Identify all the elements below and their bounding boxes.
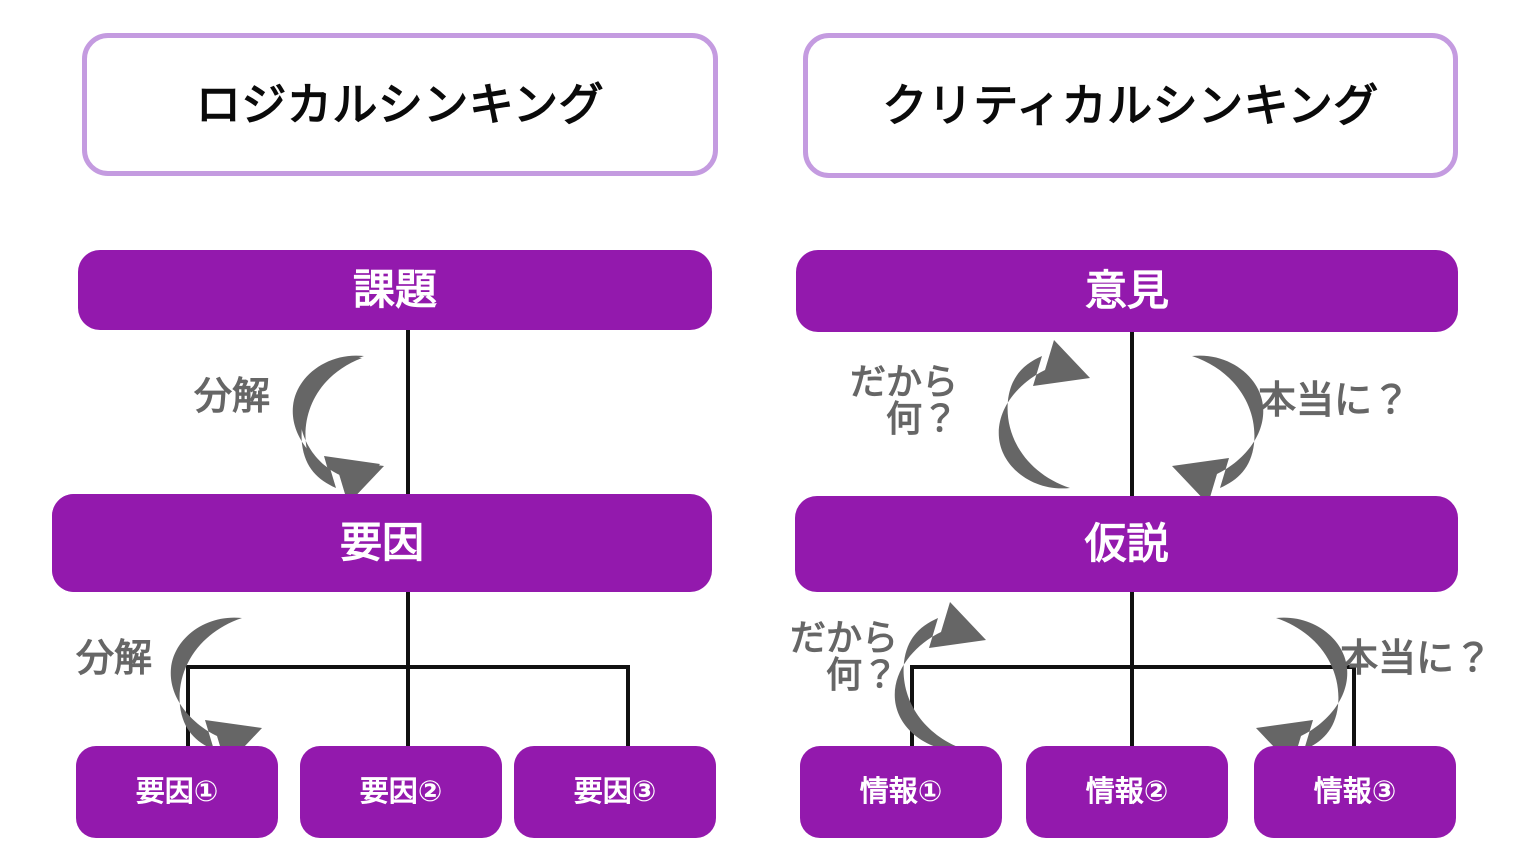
node-critical-middle: 仮説 [795,496,1458,592]
node-critical-leaf-1-label: 情報① [859,775,943,808]
node-critical-leaf-2: 情報② [1026,746,1228,838]
connector-branch-horizontal [910,665,1356,669]
panel-critical-thinking: クリティカルシンキング 意見 だから 何？ 本当に？ 仮説 [768,0,1536,864]
arrow-critical-upper-so-what [990,340,1100,492]
node-logical-top-label: 課題 [352,266,437,313]
arrow-critical-lower-so-what [886,602,996,754]
node-logical-leaf-2-label: 要因② [359,775,443,808]
node-critical-top: 意見 [796,250,1458,332]
annotation-logical-upper-decompose: 分解 [193,376,270,418]
header-critical-thinking: クリティカルシンキング [803,33,1458,178]
connector-top-to-middle [1130,330,1134,498]
node-logical-leaf-3: 要因③ [514,746,716,838]
connector-drop-leaf-1 [186,665,190,747]
header-logical-thinking: ロジカルシンキング [82,33,718,176]
node-critical-leaf-3-label: 情報③ [1313,775,1397,808]
arrow-critical-lower-really [1246,614,1356,766]
node-critical-leaf-3: 情報③ [1254,746,1456,838]
connector-drop-leaf-3 [626,665,630,747]
node-logical-leaf-1: 要因① [76,746,278,838]
arrow-logical-upper-decompose [284,352,394,504]
header-logical-thinking-label: ロジカルシンキング [195,79,605,130]
connector-drop-leaf-3 [1352,665,1356,747]
connector-branch-horizontal [186,665,630,669]
connector-drop-leaf-1 [910,665,914,747]
connector-top-to-middle [406,328,410,498]
header-critical-thinking-label: クリティカルシンキング [882,80,1379,131]
node-logical-middle-bar: 要因 [52,494,712,592]
node-critical-leaf-1: 情報① [800,746,1002,838]
node-logical-leaf-2: 要因② [300,746,502,838]
panel-logical-thinking: ロジカルシンキング 課題 分解 要因 要因 [52,33,718,838]
node-critical-top-label: 意見 [1084,267,1169,314]
node-critical-middle-label: 仮説 [1084,520,1169,567]
arrow-critical-upper-really [1162,352,1272,504]
node-logical-top: 課題 [78,250,712,330]
annotation-critical-upper-really: 本当に？ [1258,380,1411,422]
node-logical-leaf-1-label: 要因① [135,775,219,808]
annotation-critical-lower-really: 本当に？ [1340,638,1493,680]
node-logical-leaf-3-label: 要因③ [573,775,657,808]
annotation-logical-lower-decompose: 分解 [75,638,152,680]
annotation-critical-upper-so-what: だから 何？ [849,361,958,439]
node-logical-middle-bar-label: 要因 [339,519,424,566]
annotation-critical-lower-so-what: だから 何？ [789,617,898,695]
node-critical-leaf-2-label: 情報② [1085,775,1169,808]
arrow-logical-lower-decompose [162,614,272,766]
